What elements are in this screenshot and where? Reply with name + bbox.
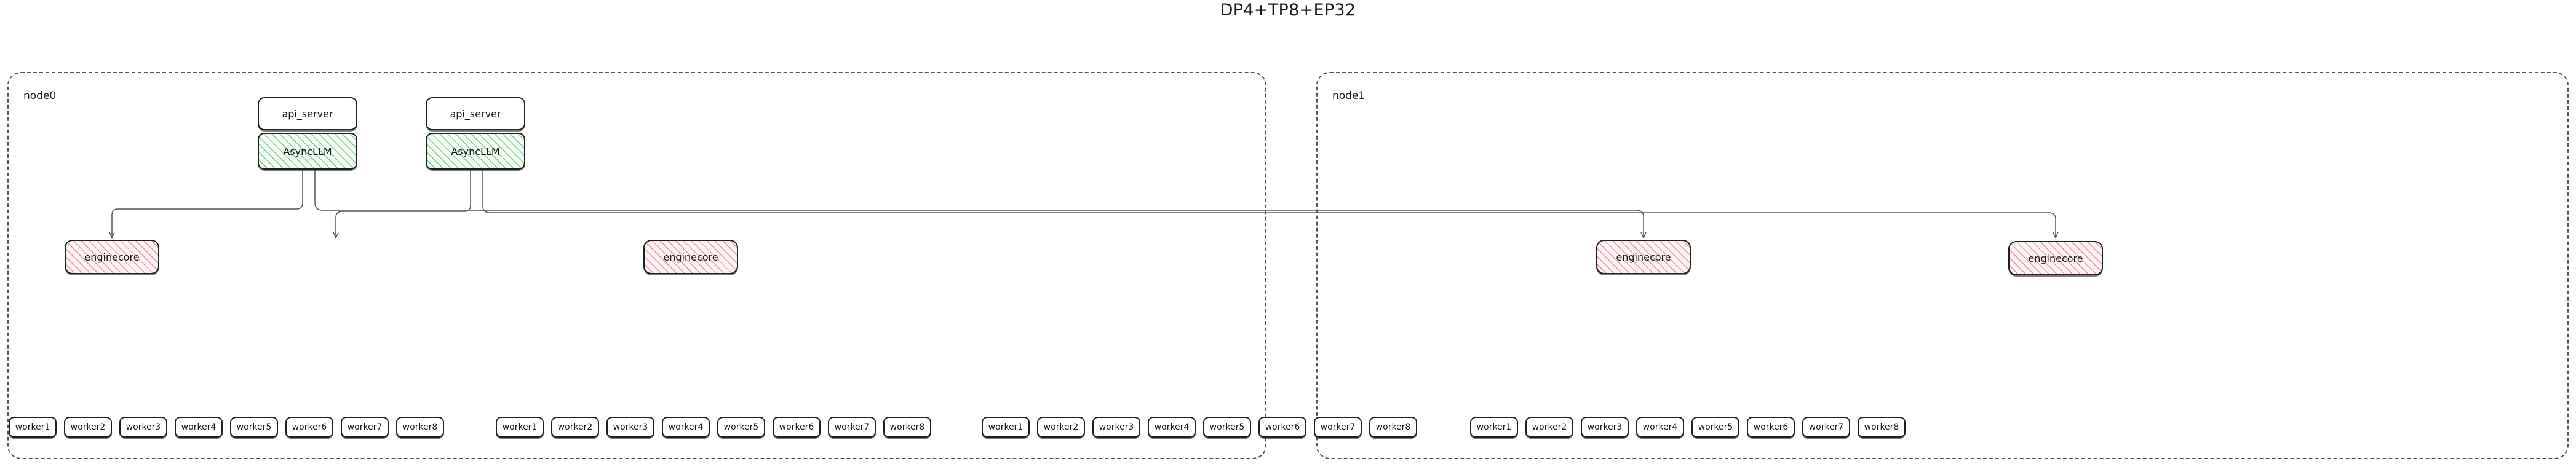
worker-box[interactable]: worker7	[1314, 417, 1362, 438]
worker-box[interactable]: worker2	[64, 417, 112, 438]
enginecore-box[interactable]: enginecore	[2008, 241, 2103, 275]
node-container-node1	[1316, 72, 2569, 459]
enginecore-box[interactable]: enginecore	[1596, 240, 1691, 274]
worker-box[interactable]: worker1	[496, 417, 544, 438]
api-server-box[interactable]: api_server	[426, 97, 525, 130]
worker-box[interactable]: worker7	[1802, 417, 1850, 438]
worker-box[interactable]: worker1	[9, 417, 57, 438]
worker-box[interactable]: worker6	[1258, 417, 1306, 438]
worker-box[interactable]: worker3	[606, 417, 654, 438]
worker-box[interactable]: worker6	[773, 417, 821, 438]
worker-box[interactable]: worker3	[1581, 417, 1629, 438]
worker-box[interactable]: worker5	[717, 417, 765, 438]
worker-box[interactable]: worker4	[1636, 417, 1684, 438]
worker-box[interactable]: worker6	[1747, 417, 1795, 438]
worker-box[interactable]: worker5	[1691, 417, 1739, 438]
worker-box[interactable]: worker6	[285, 417, 333, 438]
worker-box[interactable]: worker1	[1470, 417, 1518, 438]
worker-box[interactable]: worker5	[1203, 417, 1251, 438]
worker-box[interactable]: worker7	[341, 417, 389, 438]
worker-box[interactable]: worker2	[1037, 417, 1085, 438]
node-container-node0	[7, 72, 1266, 459]
worker-box[interactable]: worker2	[551, 417, 599, 438]
enginecore-box[interactable]: enginecore	[643, 240, 738, 274]
worker-box[interactable]: worker8	[883, 417, 931, 438]
worker-box[interactable]: worker5	[230, 417, 278, 438]
worker-box[interactable]: worker1	[982, 417, 1030, 438]
node-label-node0: node0	[23, 90, 57, 102]
api-server-box[interactable]: api_server	[258, 97, 357, 130]
worker-box[interactable]: worker4	[662, 417, 710, 438]
worker-box[interactable]: worker7	[828, 417, 876, 438]
page-title: DP4+TP8+EP32	[1220, 1, 1356, 20]
worker-box[interactable]: worker4	[1148, 417, 1196, 438]
worker-box[interactable]: worker8	[1369, 417, 1417, 438]
worker-box[interactable]: worker3	[1092, 417, 1140, 438]
node-label-node1: node1	[1332, 90, 1366, 102]
asyncllm-box[interactable]: AsyncLLM	[258, 133, 357, 170]
worker-box[interactable]: worker2	[1525, 417, 1573, 438]
worker-box[interactable]: worker8	[396, 417, 444, 438]
worker-box[interactable]: worker8	[1858, 417, 1906, 438]
worker-box[interactable]: worker4	[175, 417, 223, 438]
worker-box[interactable]: worker3	[119, 417, 167, 438]
enginecore-box[interactable]: enginecore	[65, 240, 159, 274]
asyncllm-box[interactable]: AsyncLLM	[426, 133, 525, 170]
